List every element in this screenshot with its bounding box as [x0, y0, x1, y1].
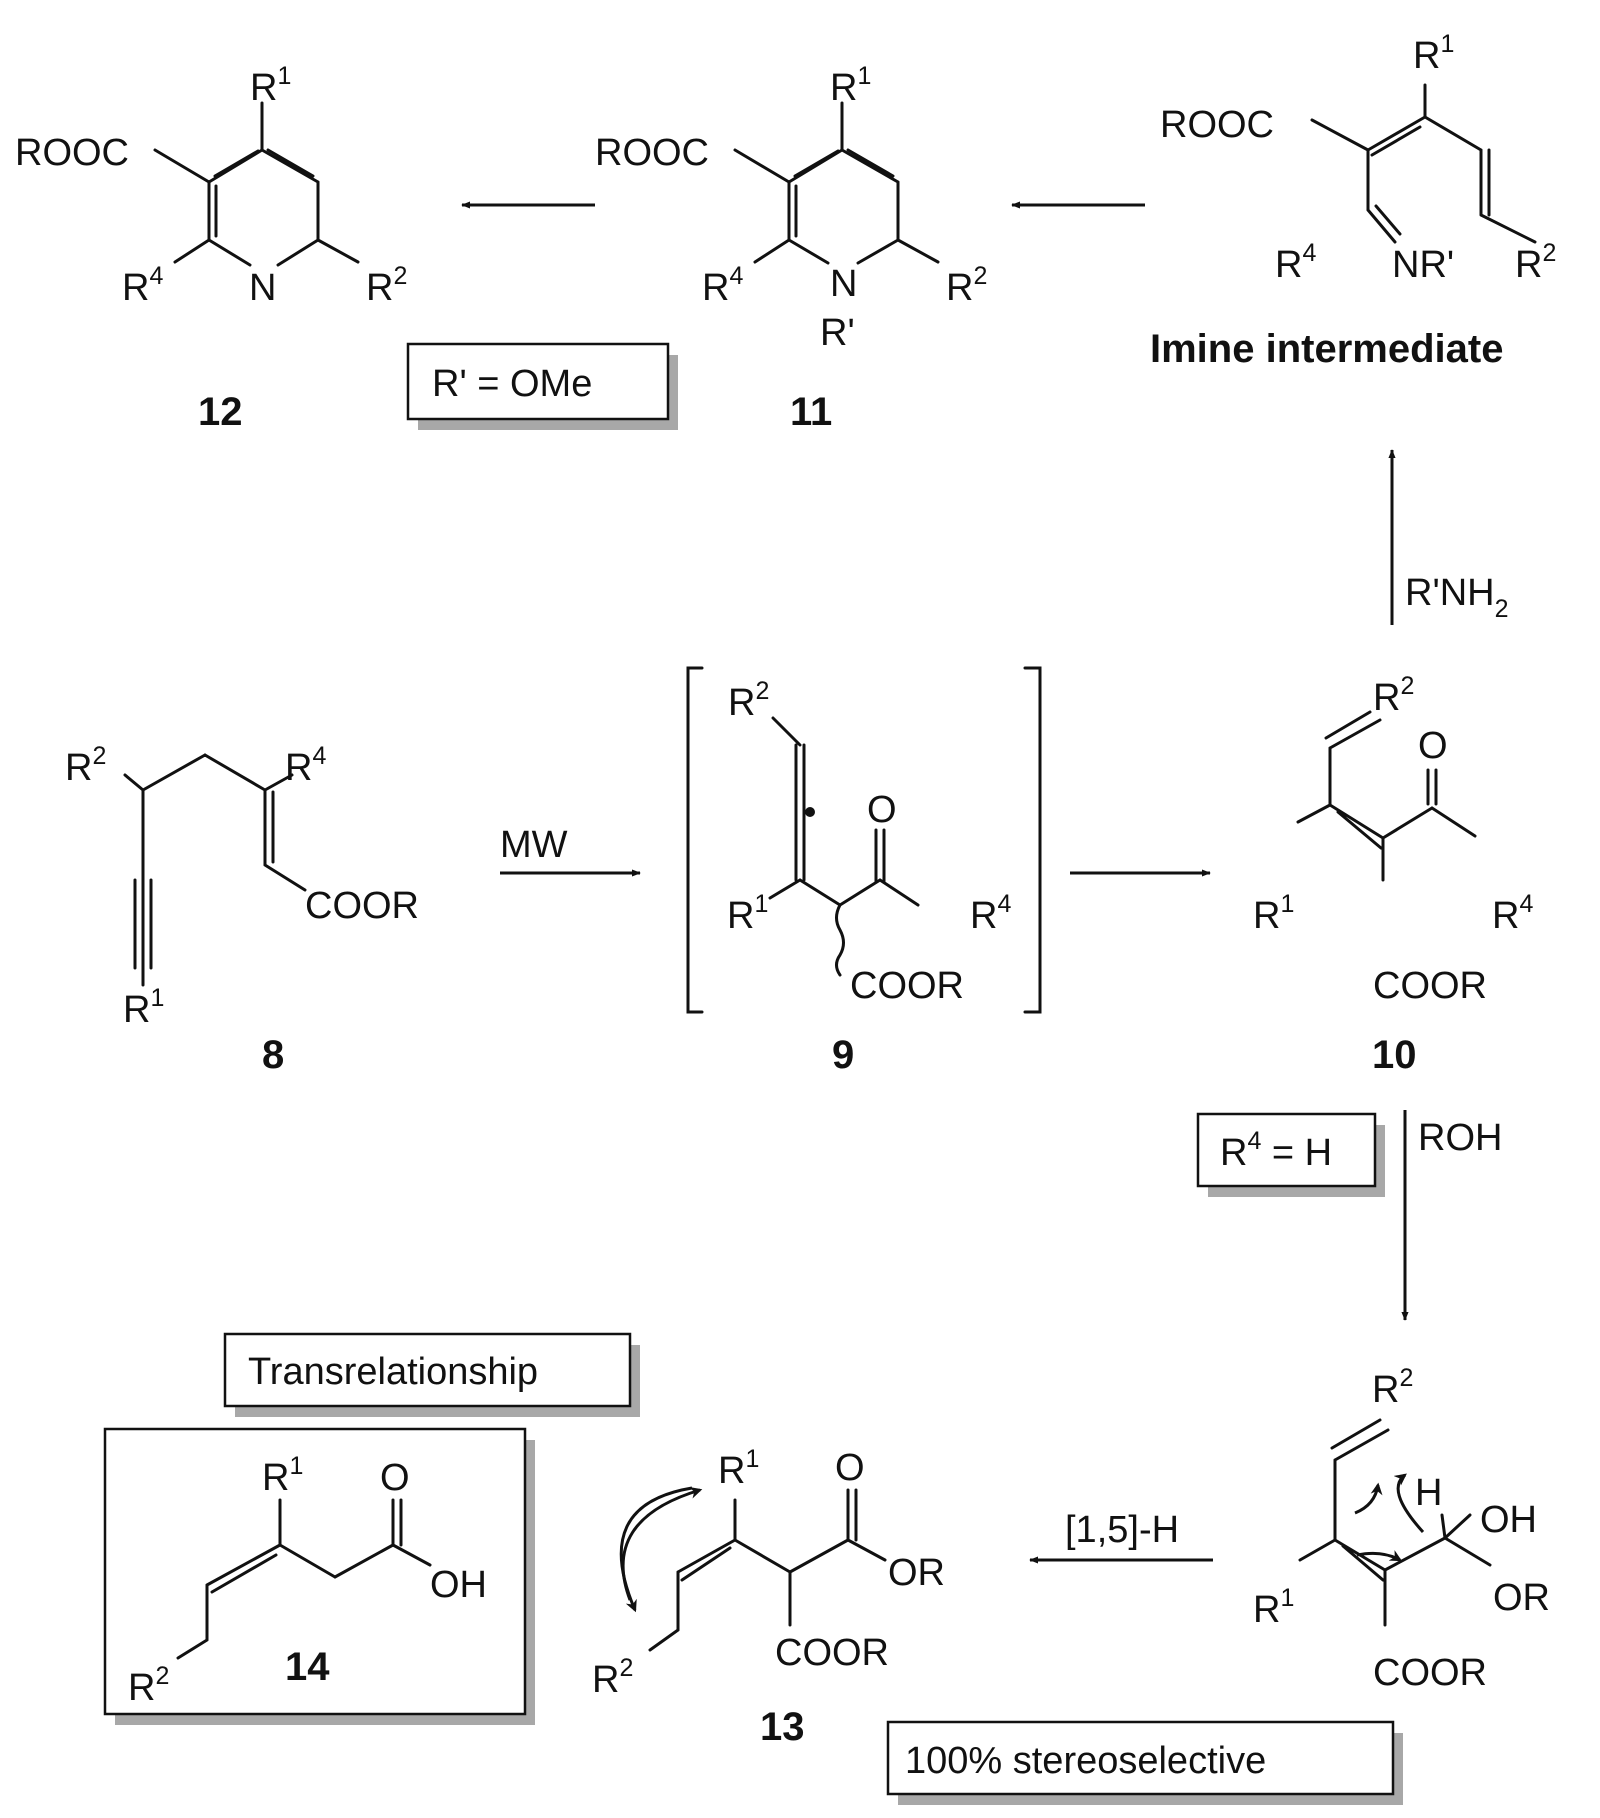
- c11-r1: R1: [830, 62, 871, 109]
- c10-ester: COOR: [1373, 965, 1487, 1007]
- c12-r1: R1: [250, 62, 291, 109]
- compound-10: R2 O R1 R4 COOR 10: [1253, 672, 1533, 1077]
- curved-arrow-2: [1393, 1473, 1425, 1534]
- c11-nitrogen: N: [830, 263, 857, 305]
- c11-number: 11: [790, 390, 832, 434]
- imine-ester: ROOC: [1160, 104, 1274, 146]
- compound-9: R2 O R1 R4 COOR 9: [686, 666, 1042, 1077]
- condition-roh: ROH: [1418, 1117, 1502, 1159]
- imine-intermediate: ROOC R1 R4 NR' R2 Imine intermediate: [1150, 30, 1556, 371]
- compound-12: ROOC R1 R4 N R2 12: [15, 62, 407, 434]
- trans-label-box: Transrelationship: [223, 1332, 640, 1417]
- stereoselective-box: 100% stereoselective: [886, 1720, 1403, 1805]
- condition-mw: MW: [500, 824, 568, 866]
- c8-r2: R2: [65, 742, 106, 789]
- c9-r1: R1: [727, 890, 768, 937]
- hemi-or: OR: [1493, 1577, 1550, 1619]
- c12-number: 12: [198, 390, 243, 434]
- c11-r4: R4: [702, 262, 743, 309]
- compound-13: R1 O OR R2 COOR 13: [592, 1445, 945, 1749]
- c12-ester: ROOC: [15, 132, 129, 174]
- r4-h-box: R4 = H: [1196, 1112, 1385, 1197]
- c10-number: 10: [1372, 1033, 1417, 1077]
- c14-oxygen: O: [380, 1457, 410, 1499]
- c14-number: 14: [285, 1645, 330, 1689]
- c14-r2: R2: [128, 1662, 169, 1709]
- c9-r4: R4: [970, 890, 1011, 937]
- curved-arrow-3: [1356, 1550, 1403, 1562]
- hemi-ester: COOR: [1373, 1652, 1487, 1694]
- c14-oh: OH: [430, 1564, 487, 1606]
- hemiacetal-intermediate: R2 H OH OR R1 COOR: [1253, 1364, 1550, 1694]
- compound-8: R2 R4 COOR R1 8: [65, 742, 419, 1077]
- hemi-r1: R1: [1253, 1584, 1294, 1631]
- imine-r1: R1: [1413, 30, 1454, 77]
- c9-number: 9: [832, 1033, 854, 1077]
- c12-r2: R2: [366, 262, 407, 309]
- imine-caption: Imine intermediate: [1150, 327, 1503, 371]
- c8-r1: R1: [123, 984, 164, 1031]
- r-prime-box: R' = OMe: [406, 342, 678, 430]
- compound-14: R1 O OH R2 14: [103, 1427, 535, 1725]
- c13-number: 13: [760, 1705, 805, 1749]
- imine-nr: NR': [1392, 244, 1454, 286]
- c13-r2: R2: [592, 1654, 633, 1701]
- imine-r4: R4: [1275, 239, 1316, 286]
- c11-ester: ROOC: [595, 132, 709, 174]
- condition-amine: R'NH2: [1405, 572, 1509, 623]
- c13-ester: COOR: [775, 1632, 889, 1674]
- stereoselective-label: 100% stereoselective: [905, 1740, 1266, 1782]
- c13-oxygen: O: [835, 1447, 865, 1489]
- c10-r4: R4: [1492, 890, 1533, 937]
- c12-nitrogen: N: [249, 267, 276, 309]
- c9-r2: R2: [728, 677, 769, 724]
- c11-r2: R2: [946, 262, 987, 309]
- compound-11: ROOC R1 R4 N R' R2 11: [595, 62, 987, 434]
- c9-radical-dot: [805, 807, 815, 817]
- c13-curved-arrow: [619, 1486, 693, 1613]
- condition-shift: [1,5]-H: [1065, 1509, 1179, 1551]
- r4-h-label: R4 = H: [1220, 1127, 1332, 1174]
- c10-oxygen: O: [1418, 725, 1448, 767]
- hemi-h: H: [1415, 1472, 1442, 1514]
- c12-r4: R4: [122, 262, 163, 309]
- c11-n-substituent: R': [820, 312, 855, 354]
- c13-or: OR: [888, 1552, 945, 1594]
- c8-number: 8: [262, 1033, 284, 1077]
- c9-ester: COOR: [850, 965, 964, 1007]
- c9-oxygen: O: [867, 789, 897, 831]
- c8-ester: COOR: [305, 885, 419, 927]
- c10-r1: R1: [1253, 890, 1294, 937]
- c14-r1: R1: [262, 1452, 303, 1499]
- hemi-oh: OH: [1480, 1499, 1537, 1541]
- c13-curved-arrow-back: [621, 1487, 703, 1601]
- c8-r4: R4: [285, 742, 326, 789]
- hemi-r2: R2: [1372, 1364, 1413, 1411]
- c10-r2: R2: [1373, 672, 1414, 719]
- curved-arrow-1: [1354, 1482, 1383, 1515]
- r-prime-label: R' = OMe: [432, 363, 592, 405]
- trans-label: Transrelationship: [248, 1351, 538, 1393]
- imine-r2: R2: [1515, 239, 1556, 286]
- c13-r1: R1: [718, 1445, 759, 1492]
